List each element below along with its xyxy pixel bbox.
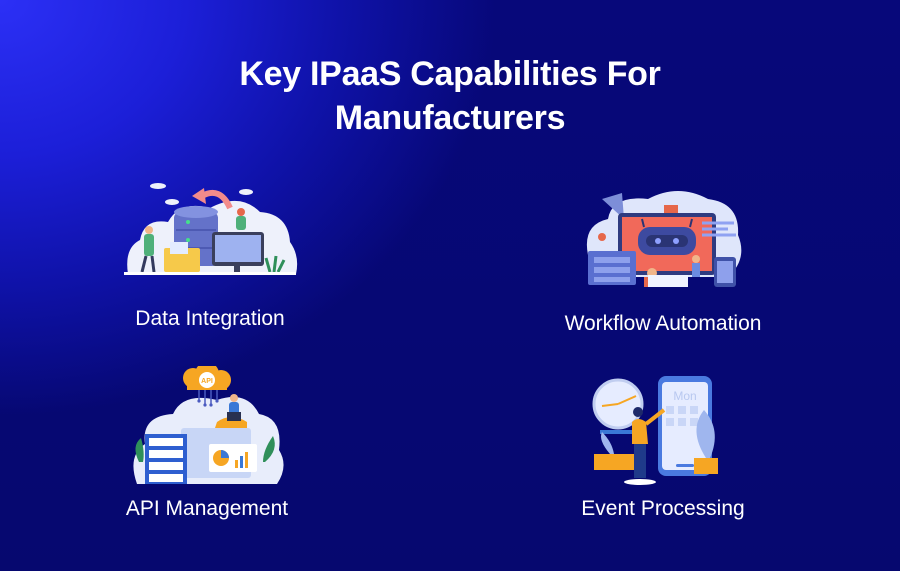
page-title: Key IPaaS Capabilities For Manufacturers	[0, 52, 900, 140]
title-line-1: Key IPaaS Capabilities For	[239, 55, 661, 93]
title-line-2: Manufacturers	[334, 99, 566, 137]
event-processing-icon: Mon	[533, 370, 793, 488]
capability-label: Data Integration	[135, 307, 285, 330]
api-management-icon: API	[77, 366, 337, 488]
capability-label: Event Processing	[581, 497, 745, 520]
capability-event-processing: Mon	[533, 370, 793, 522]
workflow-automation-icon	[533, 185, 793, 290]
capability-workflow-automation: Workflow Automation	[533, 185, 793, 337]
api-badge-text: API	[201, 378, 213, 385]
capability-api-management: API	[77, 366, 337, 522]
capability-label: Workflow Automation	[564, 312, 762, 335]
capability-label: API Management	[125, 497, 289, 520]
data-integration-icon	[80, 178, 340, 278]
capability-data-integration: Data Integration	[80, 178, 340, 332]
calendar-day-text: Mon	[673, 389, 696, 403]
